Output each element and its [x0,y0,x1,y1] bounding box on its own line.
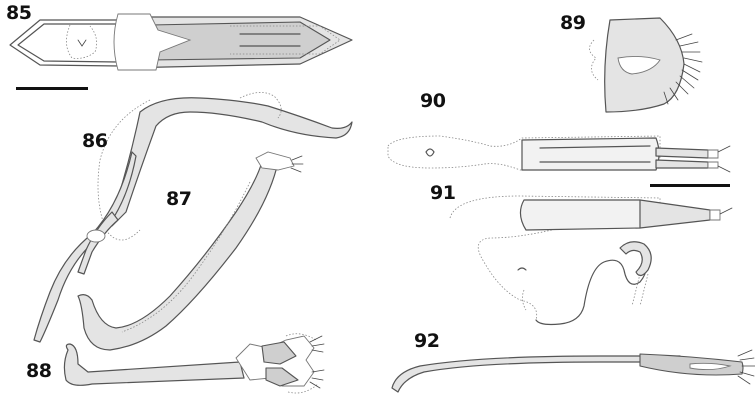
fig91-lower-dotted [522,289,527,311]
fig85-left-lobe [9,19,121,67]
fig91-duct [631,273,649,307]
fig90-setae [717,145,731,173]
fig86-dotted-top [239,92,282,119]
fig85-basal-piece [113,13,192,71]
fig86-small-knob [86,229,106,243]
fig89-dotted-base [589,39,599,81]
fig91-outline-dotted [449,195,661,321]
figure-label-86: 86 [82,130,108,152]
fig88-drawing [63,333,325,394]
fig91-small-sclerite [517,267,527,271]
fig90-ring [425,148,435,157]
fig91-drawing [449,195,733,326]
fig87-inner-dotted [121,181,251,333]
fig90-drawing [387,135,731,173]
fig90-outline-dotted [387,135,661,171]
figure-label-90: 90 [420,90,446,112]
fig91-valvifer [639,199,711,229]
figure-label-87: 87 [166,188,192,210]
fig90-inner-line [539,145,651,163]
fig86-dotted-body [97,99,151,241]
scale-bar-85 [16,87,88,90]
fig92-setae [737,349,755,385]
scale-bar-90 [650,184,730,187]
figure-label-88: 88 [26,360,52,382]
fig90-stylus-plate [521,137,660,171]
fig92-blade-highlight [689,362,732,371]
fig89-inner-highlight [617,55,661,75]
fig88-left-paramere [261,341,297,365]
fig85-small-mark [77,39,87,47]
fig91-spermatheca [619,241,652,277]
fig88-right-paramere [265,367,299,387]
fig90-styli [655,147,709,169]
fig91-tip-seta [719,207,733,215]
fig92-rod [391,355,681,393]
fig87-apex-setae [290,155,304,173]
fig85-dotted-outline [66,24,98,59]
figure-label-85: 85 [6,2,32,24]
fig91-tip [709,209,721,221]
fig87-median-lobe [77,158,279,351]
fig90-stylus-tips [707,149,719,169]
fig87-drawing [77,151,304,351]
fig89-setae [663,33,703,105]
fig86-drawing [33,92,353,343]
fig88-stem [63,343,245,386]
fig89-drawing [589,17,703,113]
fig85-left-lobe-inner [17,23,119,63]
fig86-main-arm [110,97,353,227]
fig87-apex-piece [255,151,295,171]
figure-label-92: 92 [414,330,440,352]
fig92-drawing [391,349,755,393]
fig88-setae [309,335,325,389]
figure-label-91: 91 [430,182,456,204]
figure-label-89: 89 [560,12,586,34]
fig85-drawing [9,13,353,71]
fig91-sac [535,257,647,326]
fig91-body-plate [519,199,646,231]
fig86-side-blade [77,211,119,275]
fig85-apex-dotted [230,25,341,55]
